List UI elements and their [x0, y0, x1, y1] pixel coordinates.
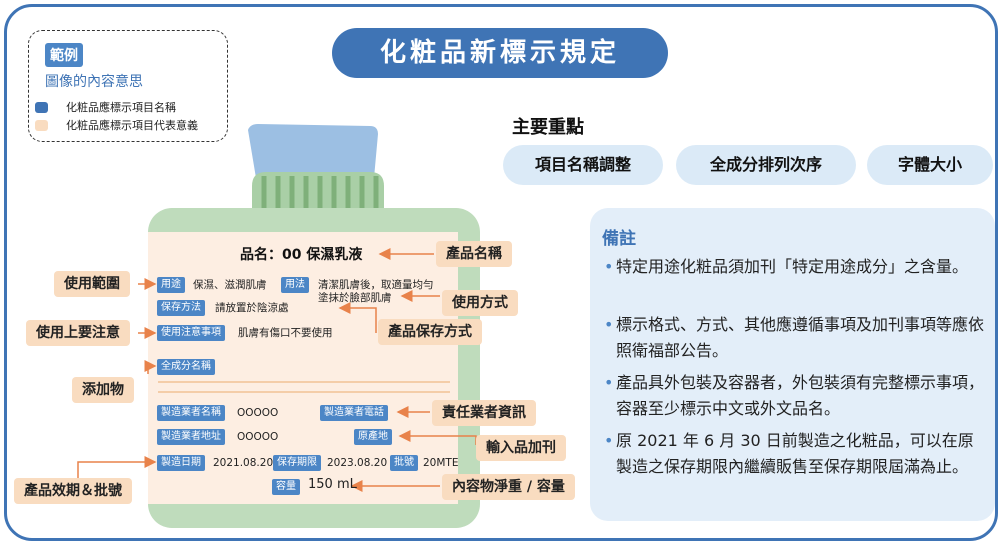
callout-usage-method: 使用方式: [442, 290, 518, 316]
value-maker-address: OOOOO: [237, 431, 279, 443]
callout-additives: 添加物: [72, 377, 134, 403]
label-product-name: 品名：00 保濕乳液: [240, 247, 363, 263]
callout-net-content: 內容物淨重 / 容量: [442, 474, 575, 500]
callout-caution: 使用上要注意: [26, 320, 130, 346]
tag-maker-phone: 製造業者電話: [320, 405, 388, 421]
legend-subtitle: 圖像的內容意思: [45, 74, 143, 90]
legend-box: 範例 圖像的內容意思 化粧品應標示項目名稱 化粧品應標示項目代表意義: [28, 30, 228, 142]
note-item: •原 2021 年 6 月 30 日前製造之化粧品，可以在原製造之保存期限內繼續…: [604, 431, 974, 476]
value-expiry: 2023.08.20: [327, 457, 388, 469]
tag-method: 用法: [281, 277, 309, 293]
value-caution: 肌膚有傷口不要使用: [238, 327, 333, 339]
tag-volume: 容量: [272, 479, 300, 495]
callout-product-name: 產品名稱: [436, 241, 512, 267]
tag-maker-address: 製造業者地址: [157, 429, 225, 445]
legend-item-label: 化粧品應標示項目名稱: [66, 101, 176, 114]
bottle-cap: [248, 124, 378, 178]
tag-batch: 批號: [390, 455, 418, 471]
legend-swatch-blue: [35, 101, 48, 113]
note-item: •產品具外包裝及容器者，外包裝須有完整標示事項，容器至少標示中文或外文品名。: [604, 373, 985, 418]
legend-item-label: 化粧品應標示項目代表意義: [66, 119, 198, 132]
tag-usage: 用途: [157, 277, 185, 293]
callout-responsible: 責任業者資訊: [432, 400, 536, 426]
tag-origin: 原產地: [354, 429, 392, 445]
note-item: •標示格式、方式、其他應遵循事項及加刊事項等應依照衛福部公告。: [604, 315, 985, 360]
outer-frame: [4, 4, 998, 541]
value-method-2: 塗抹於臉部肌膚: [318, 292, 392, 304]
value-method-1: 清潔肌膚後，取適量均勻: [318, 279, 434, 291]
value-volume: 150 mL: [308, 477, 357, 492]
value-usage: 保濕、滋潤肌膚: [193, 279, 267, 291]
notes-heading: 備註: [602, 229, 636, 249]
value-mfg-date: 2021.08.20: [213, 457, 274, 469]
callout-usage-scope: 使用範圍: [54, 271, 130, 297]
tag-expiry: 保存期限: [273, 455, 321, 471]
notes-panel: 備註 •特定用途化粧品須加刊「特定用途成分」之含量。 •標示格式、方式、其他應遵…: [590, 208, 995, 521]
value-maker-name: OOOOO: [237, 407, 279, 419]
tag-mfg-date: 製造日期: [157, 455, 205, 471]
callout-expiry-batch: 產品效期＆批號: [14, 478, 132, 504]
key-point-pill: 字體大小: [867, 145, 993, 185]
key-point-pill: 全成分排列次序: [676, 145, 856, 185]
legend-swatch-peach: [35, 119, 48, 131]
key-point-pill: 項目名稱調整: [503, 145, 663, 185]
legend-item-name: 化粧品應標示項目名稱: [35, 99, 176, 115]
callout-storage-method: 產品保存方式: [378, 319, 482, 345]
tag-ingredients: 全成分名稱: [157, 359, 215, 375]
page-title: 化粧品新標示規定: [332, 28, 668, 78]
tag-caution: 使用注意事項: [157, 325, 225, 341]
callout-import-label: 輸入品加刊: [476, 435, 566, 461]
tag-storage: 保存方法: [157, 300, 205, 316]
legend-heading: 範例: [45, 43, 83, 67]
note-item: •特定用途化粧品須加刊「特定用途成分」之含量。: [604, 257, 969, 276]
value-batch: 20MTE: [423, 457, 459, 469]
legend-item-meaning: 化粧品應標示項目代表意義: [35, 117, 198, 133]
key-points-heading: 主要重點: [512, 117, 584, 138]
tag-maker-name: 製造業者名稱: [157, 405, 225, 421]
value-storage: 請放置於陰涼處: [215, 302, 289, 314]
